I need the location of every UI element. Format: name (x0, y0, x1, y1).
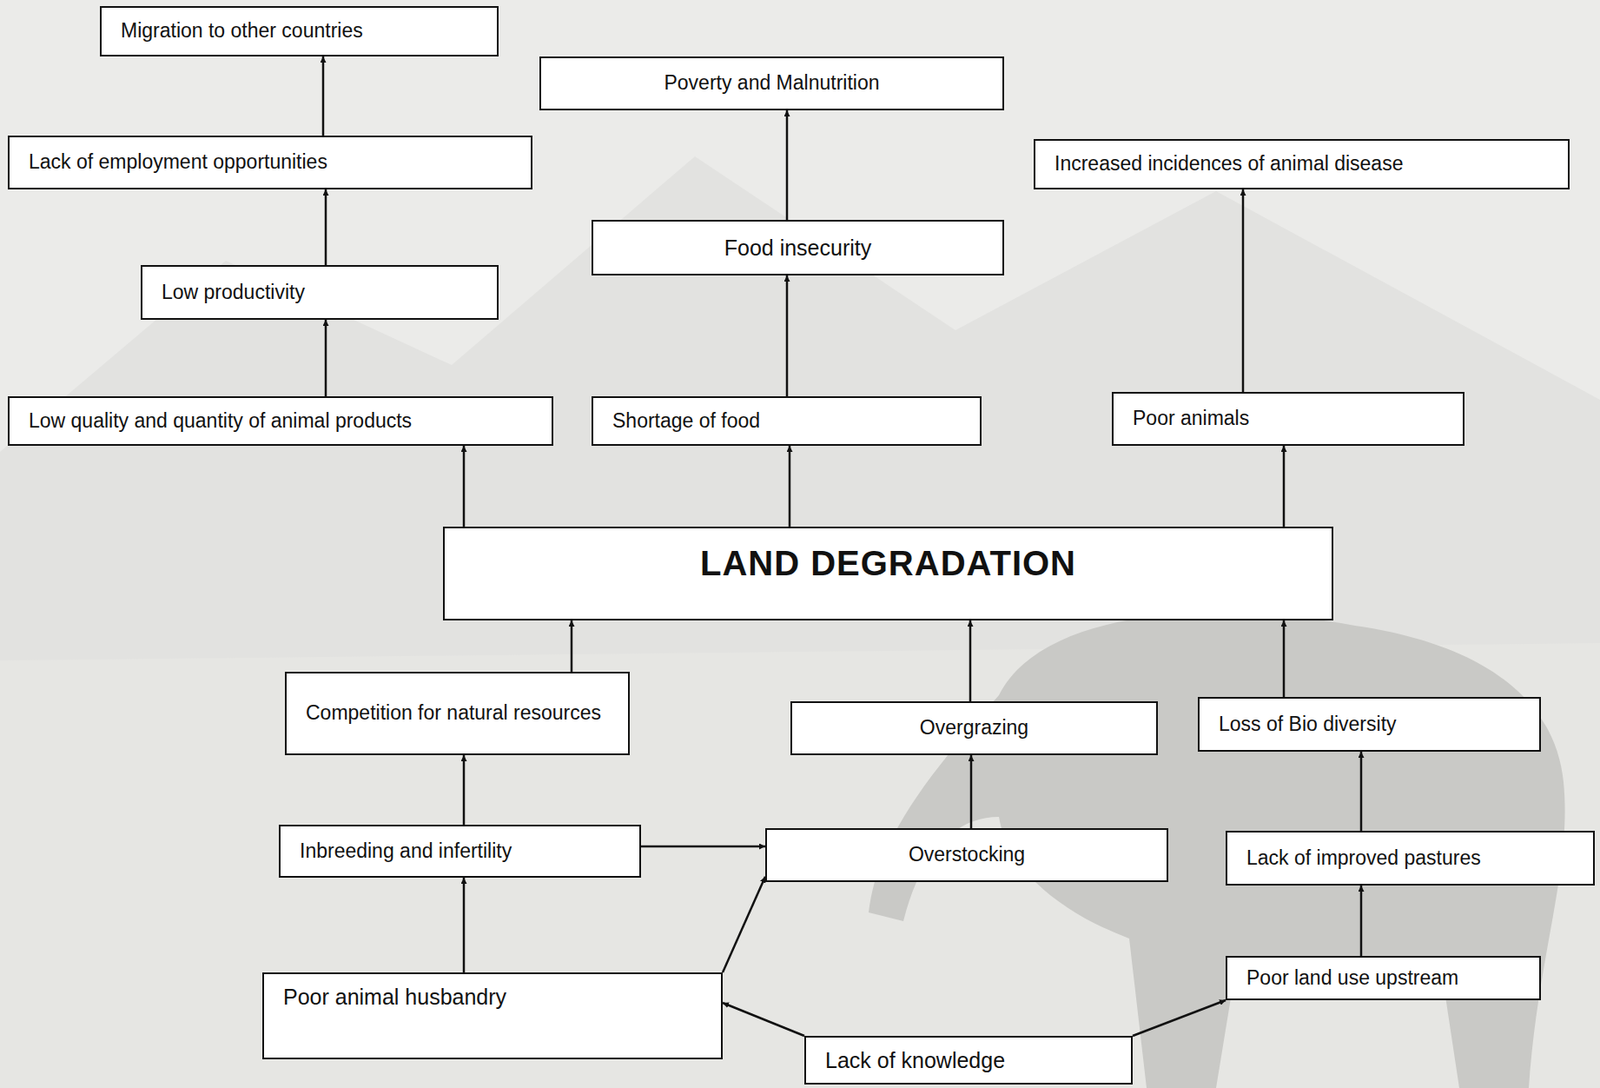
core-problem-box: LAND DEGRADATION (442, 526, 1334, 621)
cause-effect-arrow (722, 876, 766, 972)
box-text: Overstocking (908, 841, 1025, 868)
problem-box: Low quality and quantity of animal produ… (7, 396, 554, 446)
cause-effect-arrow (1360, 751, 1363, 831)
problem-box: Poverty and Malnutrition (539, 56, 1005, 111)
problem-box: Poor animal husbandry (262, 971, 723, 1059)
box-text: Inbreeding and infertility (299, 838, 512, 865)
cause-effect-arrow (322, 56, 325, 136)
box-text: Shortage of food (612, 408, 761, 435)
cause-effect-arrow (324, 189, 328, 265)
cause-effect-arrow (786, 110, 789, 220)
cause-effect-arrow (324, 319, 328, 397)
box-text: Competition for natural resources (305, 700, 602, 727)
cause-effect-arrow (1282, 445, 1286, 527)
box-text: Lack of knowledge (825, 1045, 1005, 1075)
box-text: Increased incidences of animal disease (1054, 151, 1403, 178)
problem-box: Overgrazing (790, 700, 1158, 755)
problem-box: Food insecurity (591, 219, 1005, 276)
cause-effect-arrow (1132, 999, 1226, 1036)
problem-box: Overstocking (765, 827, 1169, 882)
cause-effect-arrow (970, 754, 973, 828)
cause-effect-arrow (722, 1002, 805, 1036)
yak-silhouette (868, 612, 1566, 1088)
cause-effect-arrow (641, 845, 766, 848)
box-text: Poor land use upstream (1246, 965, 1459, 992)
problem-box: Lack of knowledge (804, 1035, 1133, 1085)
box-text: Poor animal husbandry (283, 982, 507, 1012)
problem-box: Low productivity (140, 264, 499, 320)
cause-effect-arrow (969, 620, 972, 701)
problem-box: Shortage of food (591, 396, 982, 446)
cause-effect-arrow (1282, 620, 1286, 697)
box-text: LAND DEGRADATION (700, 540, 1077, 586)
problem-box: Poor animals (1111, 391, 1465, 446)
cause-effect-arrow (570, 620, 574, 672)
problem-box: Migration to other countries (99, 6, 499, 57)
box-text: Poverty and Malnutrition (663, 70, 880, 97)
problem-box: Loss of Bio diversity (1197, 696, 1541, 752)
box-text: Loss of Bio diversity (1218, 711, 1397, 738)
cause-effect-arrow (1360, 885, 1363, 956)
problem-box: Lack of employment opportunities (7, 135, 533, 190)
problem-box: Competition for natural resources (284, 671, 630, 755)
box-text: Poor animals (1132, 405, 1250, 432)
cause-effect-arrow (462, 877, 466, 972)
box-text: Migration to other countries (120, 18, 364, 45)
cause-effect-arrow (786, 275, 789, 397)
box-text: Food insecurity (724, 233, 873, 263)
cause-effect-arrow (462, 754, 466, 825)
cause-effect-arrow (788, 445, 792, 527)
problem-box: Poor land use upstream (1225, 955, 1541, 1000)
problem-box: Lack of improved pastures (1225, 830, 1595, 886)
cause-effect-arrow (1242, 189, 1245, 392)
box-text: Overgrazing (919, 714, 1029, 741)
cause-effect-arrow (462, 445, 466, 527)
plain (0, 642, 1600, 1088)
mountain (0, 156, 1600, 661)
box-text: Lack of improved pastures (1246, 845, 1481, 872)
problem-box: Inbreeding and infertility (278, 824, 642, 878)
box-text: Low quality and quantity of animal produ… (28, 408, 412, 435)
box-text: Lack of employment opportunities (28, 149, 328, 176)
box-text: Low productivity (161, 279, 305, 306)
problem-box: Increased incidences of animal disease (1033, 138, 1570, 190)
